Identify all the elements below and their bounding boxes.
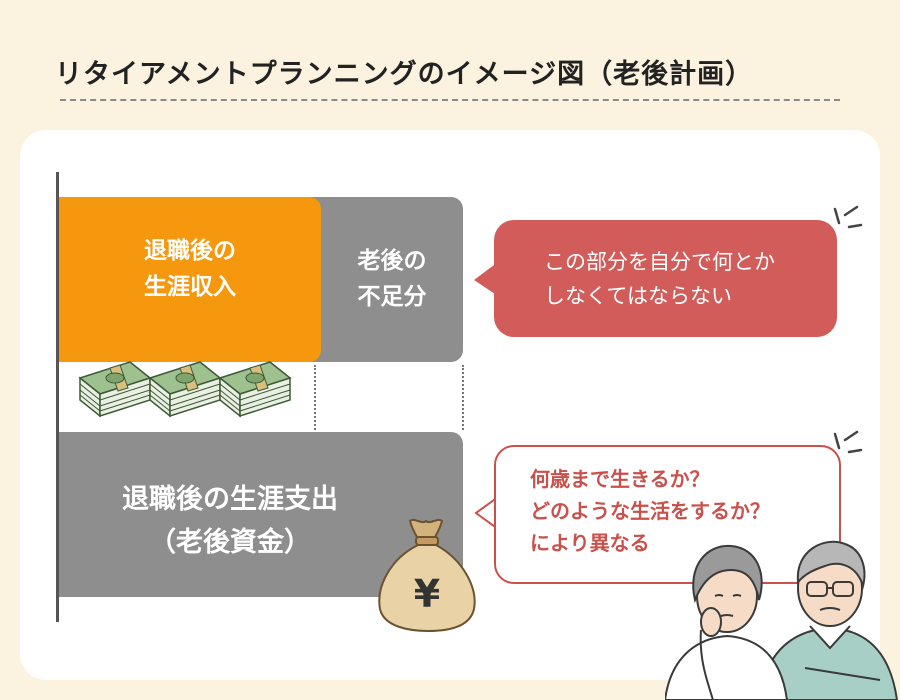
money-bag-icon: ¥	[378, 518, 476, 633]
income-label-line1: 退職後の	[144, 237, 236, 264]
expenses-label-line1: 退職後の生涯支出	[122, 484, 338, 515]
title-divider	[60, 99, 840, 101]
speech-bubble-depends: 何歳まで生きるか？ どのような生活をするか？ により異なる	[494, 445, 841, 584]
expenses-label-line2: （老後資金）	[149, 527, 311, 559]
emphasis-mark-top-icon	[833, 205, 863, 229]
emphasis-mark-bottom-icon	[833, 430, 863, 454]
shortfall-label-line2: 不足分	[357, 283, 427, 310]
cash-stack-icon	[78, 361, 292, 418]
expenses-label: 退職後の生涯支出 （老後資金）	[60, 478, 400, 564]
elderly-couple-illustration	[665, 540, 899, 700]
bubble-top-line2: しなくてはならない	[544, 283, 732, 308]
income-label-line2: 生涯収入	[144, 273, 236, 300]
guide-line-left	[314, 365, 316, 430]
yen-symbol: ¥	[414, 572, 440, 616]
speech-bubble-responsibility: この部分を自分で何とか しなくてはならない	[494, 220, 837, 337]
shortfall-box	[300, 197, 463, 362]
vertical-axis	[56, 172, 59, 622]
income-box: 退職後の 生涯収入	[59, 197, 321, 362]
cash-stack-2	[148, 361, 222, 418]
cash-stack-3	[218, 361, 292, 418]
page-title: リタイアメントプランニングのイメージ図（老後計画）	[55, 59, 754, 90]
shortfall-label-line1: 老後の	[357, 247, 427, 274]
bubble-bottom-line3: により異なる	[530, 531, 650, 555]
shortfall-label: 老後の 不足分	[321, 197, 463, 362]
bubble-top-line1: この部分を自分で何とか	[544, 250, 775, 274]
guide-line-right	[462, 365, 464, 430]
bubble-top-tail	[474, 262, 498, 296]
bubble-bottom-line1: 何歳まで生きるか？	[530, 467, 710, 491]
bubble-bottom-line2: どのような生活をするか？	[530, 499, 770, 523]
cash-stack-1	[78, 361, 152, 418]
